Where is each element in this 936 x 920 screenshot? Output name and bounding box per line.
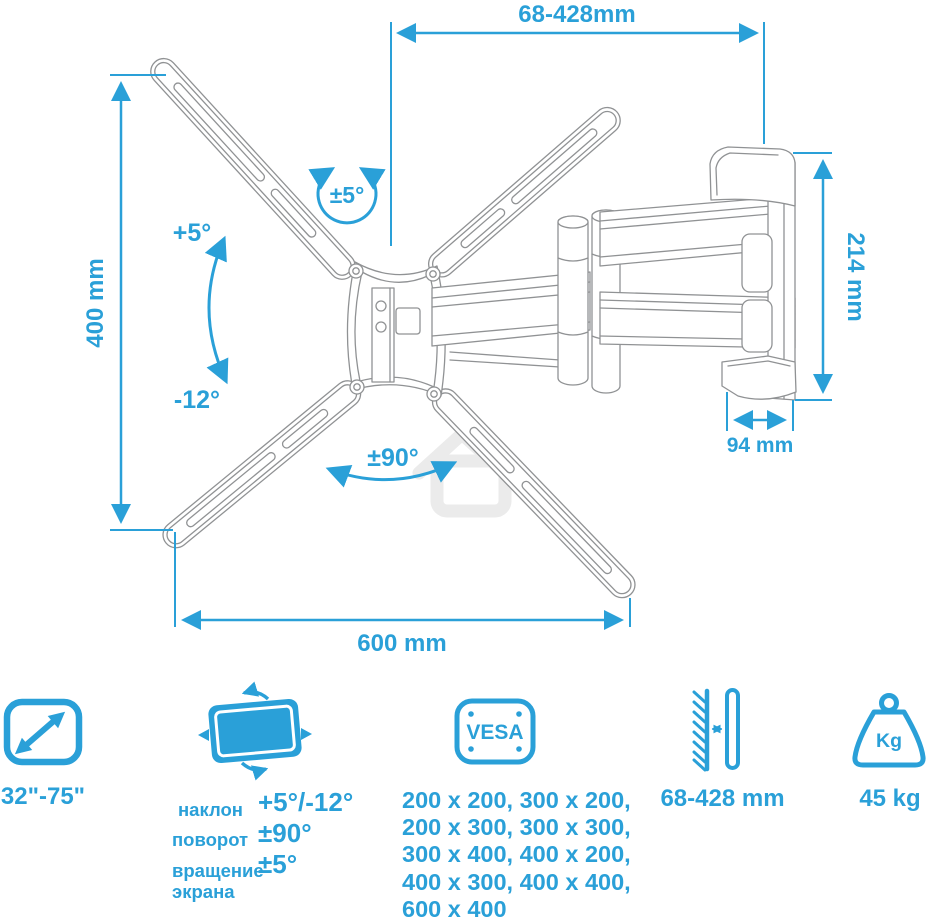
swivel-arc xyxy=(325,461,458,488)
weight-value: 45 kg xyxy=(859,785,921,812)
mount-line-art xyxy=(150,57,797,599)
tv-arm-bottom-right xyxy=(431,388,636,599)
dim-extension-label: 68-428mm xyxy=(518,1,635,28)
spec-icons-row: VESA Kg xyxy=(3,681,926,781)
wing-nuts xyxy=(348,263,442,402)
tv-arm-top-left xyxy=(150,57,356,280)
rotation-arc xyxy=(308,167,386,225)
wall-plate xyxy=(709,146,797,401)
center-hub-plate xyxy=(346,261,446,397)
tilt-label: наклон xyxy=(178,799,243,820)
tilt-motion-icon xyxy=(198,681,312,781)
vesa-sizes-list: 200 x 200, 300 x 200, 200 x 300, 300 x 3… xyxy=(402,787,631,920)
vesa-badge-label: VESA xyxy=(466,721,523,744)
wall-distance-value: 68-428 mm xyxy=(660,785,785,812)
swivel-angle-label: ±90° xyxy=(367,444,419,472)
weight-icon: Kg xyxy=(852,693,926,768)
rotation-value: ±5° xyxy=(258,849,298,879)
dim-wall-plate-depth xyxy=(726,392,794,431)
dimension-annotations xyxy=(110,22,833,630)
kg-badge-label: Kg xyxy=(876,730,902,752)
dim-bracket-width xyxy=(174,532,631,630)
screen-size-icon xyxy=(3,698,83,766)
rotation-label: вращение экрана xyxy=(172,860,264,903)
vesa-icon: VESA xyxy=(454,698,536,765)
dim-bracket-height xyxy=(110,74,173,531)
dim-wall-plate-height xyxy=(793,152,833,401)
rotation-angle-label: ±5° xyxy=(330,182,365,208)
dim-height-label: 400 mm xyxy=(82,258,109,347)
tilt-arc xyxy=(204,235,229,385)
swivel-value: ±90° xyxy=(258,818,312,848)
screen-size-value: 32"-75" xyxy=(0,783,86,810)
wall-distance-icon xyxy=(692,688,740,772)
tv-arm-top-right xyxy=(427,106,621,278)
dim-width-label: 600 mm xyxy=(357,630,446,657)
dim-plate-height-label: 214 mm xyxy=(842,232,869,321)
tilt-up-label: +5° xyxy=(173,219,212,247)
dim-extension-range xyxy=(390,22,765,246)
swivel-label: поворот xyxy=(172,829,249,850)
tilt-down-label: -12° xyxy=(174,386,220,414)
dim-plate-depth-label: 94 mm xyxy=(727,434,794,457)
tilt-value: +5°/-12° xyxy=(258,787,354,817)
